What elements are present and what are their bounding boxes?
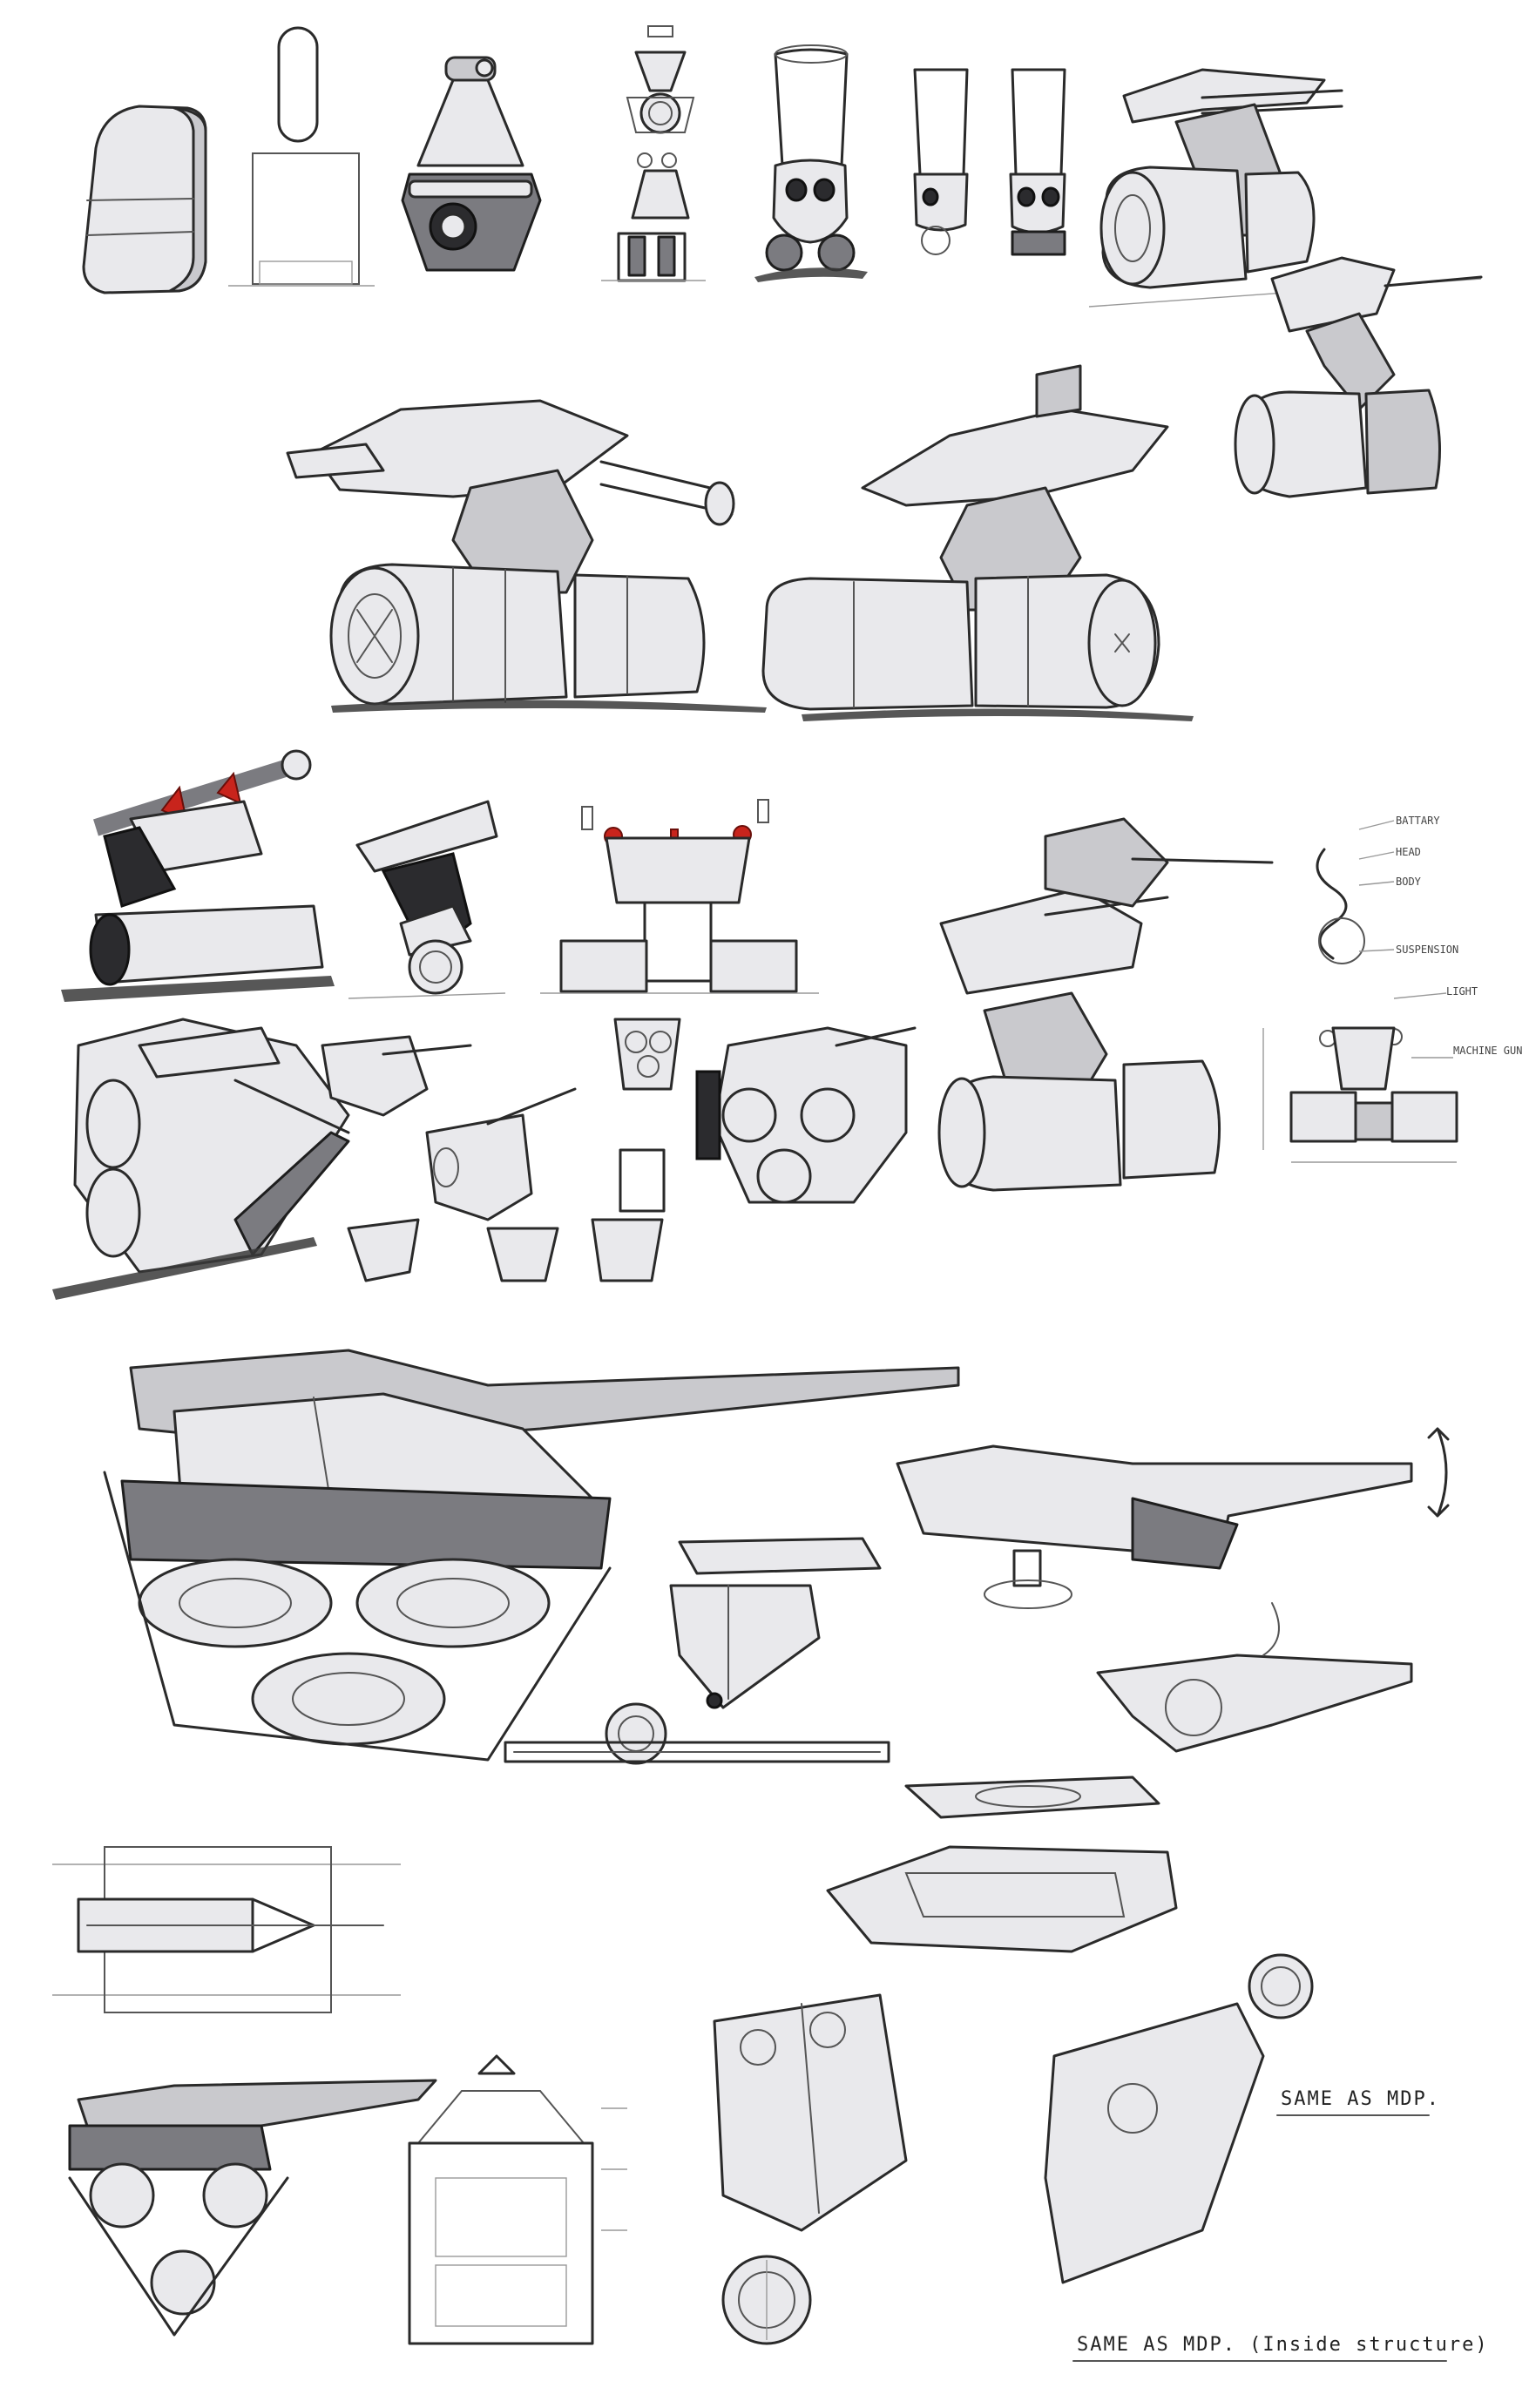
sketch-gun-bot-side-small — [1234, 256, 1483, 498]
sketch-tank-perspective-large — [103, 1349, 960, 1762]
label-body: BODY — [1396, 876, 1422, 888]
sketch-speaker-box — [82, 105, 207, 294]
tech-drawing-top-view — [52, 1846, 401, 2013]
sketch-triangle-tank-large — [52, 1018, 350, 1300]
tech-drawing-front-view — [68, 2079, 437, 2337]
note-same-as-mdp: SAME AS MDP. — [1281, 2088, 1440, 2110]
sketch-gauge-head-tank — [613, 1018, 917, 1213]
note-same-as-mdp-inside: SAME AS MDP. (Inside structure) — [1077, 2334, 1489, 2356]
label-head: HEAD — [1396, 846, 1421, 858]
sketch-exploded-body — [713, 1776, 1314, 2345]
label-battery: BATTARY — [1396, 815, 1440, 827]
sketch-wheeled-leg-bot — [348, 800, 506, 999]
label-suspension: SUSPENSION — [1396, 944, 1458, 956]
sketch-minigun-bot-3q — [937, 817, 1274, 1192]
annotated-front-elevation: LIGHT MACHINE GUN — [1262, 985, 1522, 1163]
annotated-side-elevation: BATTARY HEAD BODY SUSPENSION — [1316, 815, 1458, 964]
tech-drawing-cross-section — [408, 2054, 627, 2345]
handwritten-notes: SAME AS MDP. SAME AS MDP. (Inside struct… — [1072, 2088, 1489, 2362]
sketch-mini-triangle-tanks — [321, 1035, 664, 1282]
label-machine-gun: MACHINE GUN — [1453, 1045, 1522, 1057]
sketch-gauge-bot-pair — [601, 25, 706, 282]
sketch-head-exploded-center — [504, 1537, 890, 1765]
sketch-skull-cups — [754, 44, 1066, 282]
label-light: LIGHT — [1446, 985, 1478, 998]
sketch-turret-detail-right — [896, 1427, 1450, 1753]
sketch-tracked-camera-bot — [401, 56, 542, 272]
sketch-wheel-bot-rear — [761, 364, 1194, 721]
sketch-lamp-bot-front — [540, 799, 819, 994]
sketch-capsule-front — [228, 26, 375, 287]
sketch-wheel-bot-front — [286, 399, 767, 713]
sketch-gun-bot-top-right — [1088, 68, 1482, 308]
sketch-red-gun-bot-marker — [61, 749, 335, 1002]
